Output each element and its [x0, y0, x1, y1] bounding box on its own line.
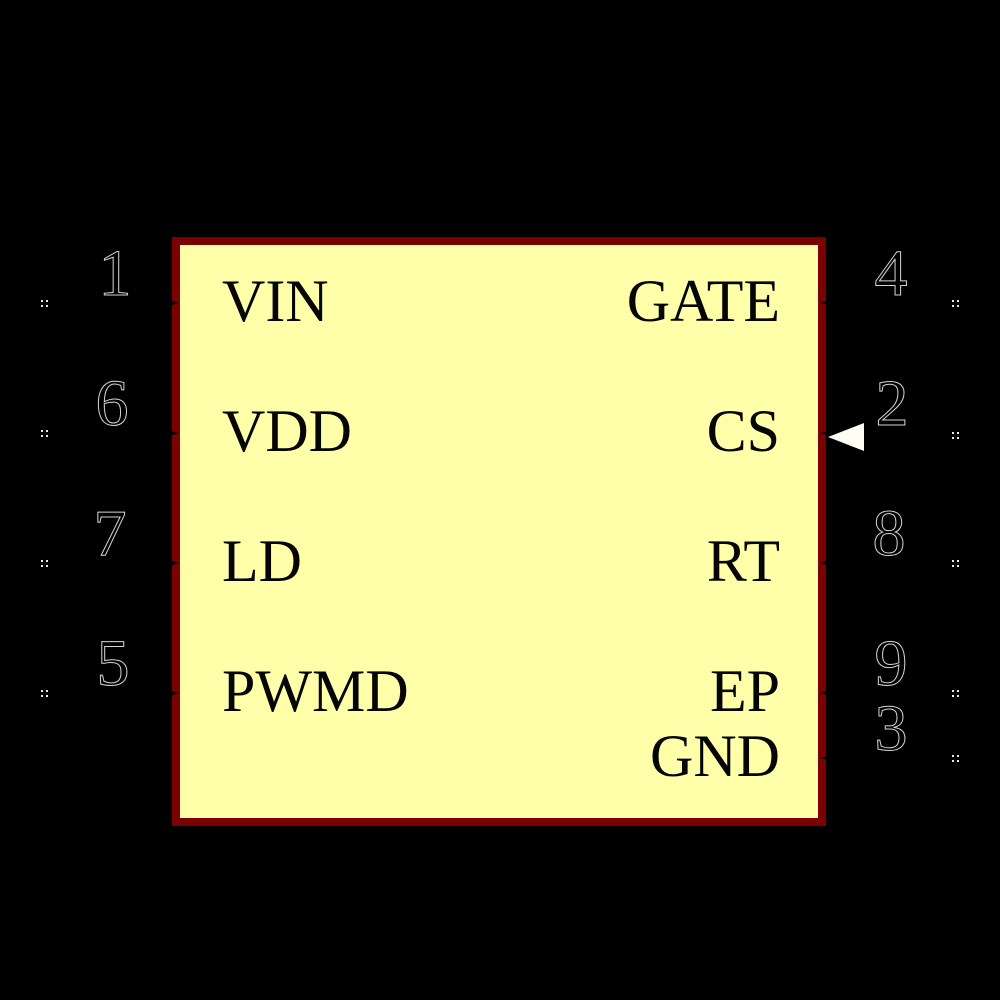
pin-endpoint-marker — [41, 430, 43, 432]
pin-label-ld[interactable]: LD — [222, 528, 302, 594]
pin-label-rt[interactable]: RT — [706, 528, 780, 594]
pin-direction-arrow-rt[interactable] — [820, 558, 839, 568]
pin-endpoint-marker — [41, 560, 43, 562]
pin-number-6[interactable]: 6 — [95, 367, 129, 441]
pin-direction-arrow-gate[interactable] — [820, 298, 839, 308]
pin-label-cs[interactable]: CS — [706, 398, 780, 464]
pin-label-vdd[interactable]: VDD — [222, 398, 352, 464]
pin-number-2[interactable]: 2 — [875, 367, 909, 441]
pin-number-3[interactable]: 3 — [874, 692, 908, 766]
ic-body[interactable] — [172, 237, 826, 826]
pin-direction-arrow-vin[interactable] — [161, 298, 179, 308]
pin-label-vin[interactable]: VIN — [222, 268, 329, 334]
pin-label-gate[interactable]: GATE — [626, 268, 780, 334]
pin-number-7[interactable]: 7 — [93, 497, 127, 571]
pin-endpoint-marker — [952, 560, 954, 562]
pin-endpoint-marker — [952, 755, 954, 757]
pin-endpoint-marker — [952, 432, 954, 434]
pin-number-1[interactable]: 1 — [98, 237, 132, 311]
pin-endpoint-marker — [41, 690, 43, 692]
pin-label-ep[interactable]: EP — [709, 658, 780, 724]
pin-number-8[interactable]: 8 — [872, 497, 906, 571]
pin-label-pwmd[interactable]: PWMD — [222, 658, 409, 724]
pin-endpoint-marker — [41, 300, 43, 302]
pin-endpoint-marker — [952, 690, 954, 692]
pin-direction-arrow-pwmd[interactable] — [161, 688, 179, 698]
pin-direction-arrow-vdd[interactable] — [161, 428, 179, 438]
pin-endpoint-marker — [952, 300, 954, 302]
pin-direction-arrow-ep[interactable] — [820, 688, 839, 698]
pin-label-gnd[interactable]: GND — [650, 723, 780, 789]
pin-number-9[interactable]: 9 — [874, 627, 908, 701]
pin-number-4[interactable]: 4 — [874, 237, 908, 311]
pin-direction-arrow-gnd[interactable] — [820, 753, 839, 763]
pin-number-5[interactable]: 5 — [96, 627, 130, 701]
pin-direction-arrow-ld[interactable] — [161, 558, 179, 568]
cs-input-arrow-icon — [828, 423, 864, 451]
